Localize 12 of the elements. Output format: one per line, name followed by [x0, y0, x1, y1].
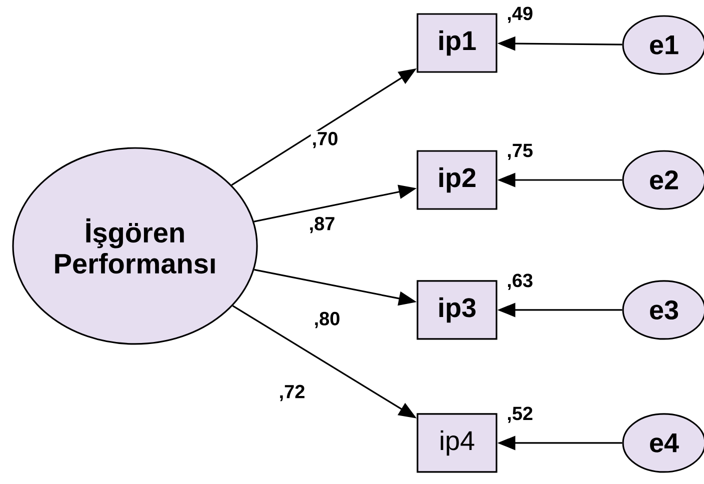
edge-label: ,72: [280, 384, 304, 402]
edge-label: ,80: [315, 312, 340, 328]
r-squared-label: ,75: [508, 144, 533, 160]
indicator-box: ip1: [416, 13, 498, 73]
r-squared-label: ,63: [508, 274, 532, 290]
indicator-box: ip2: [416, 150, 498, 210]
indicator-box: ip3: [416, 280, 498, 340]
indicator-box: ip4: [416, 413, 498, 473]
edge-label: ,87: [310, 216, 334, 234]
r-squared-label: ,52: [508, 406, 532, 423]
edge-label: ,70: [313, 132, 338, 148]
r-squared-label: ,49: [508, 6, 532, 23]
